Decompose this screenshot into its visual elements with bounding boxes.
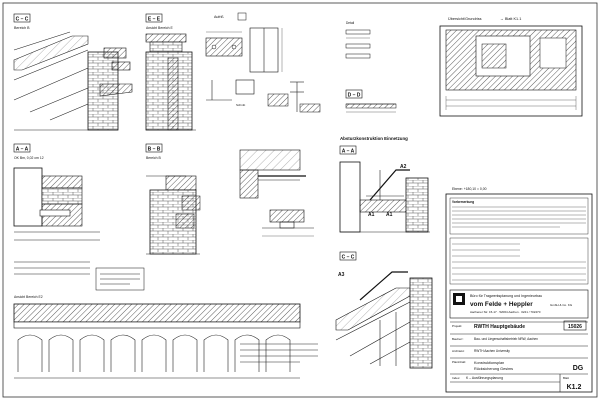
absturz-section: Absturzkonstruktion Einnetzung A – A A2 … (339, 136, 430, 233)
detail-aufriss-label: Aufriß (214, 15, 224, 19)
elevation-title: Ansicht Bereich E2 (14, 295, 43, 299)
top-details: Aufriß Schnitt (205, 12, 321, 113)
bar-details: Detail (345, 21, 371, 59)
notes-left (14, 261, 145, 291)
project-number: 15026 (568, 324, 582, 330)
plan-ref: → Blatt K1.1 (500, 17, 521, 21)
client-name: Bau- und Liegenschaftsbetrieb NRW, Aache… (474, 337, 538, 341)
label-a2: A2 (400, 164, 407, 170)
arch-window (79, 334, 105, 372)
section-d-d-tag: D – D (348, 93, 361, 99)
firm-line1: Büro für Tragwerksplanung und Ingenieurb… (470, 294, 542, 298)
section-b-b-tag: B – B (148, 147, 161, 153)
section-a-a-sub: OK Bm, 0,02 cm 12 (14, 156, 44, 160)
bottom-elevation: Ansicht Bereich E2 (13, 295, 301, 379)
index-label: Index: (452, 376, 460, 380)
drawing-title: Konstruktionsplan (474, 361, 504, 365)
section-c-c-tag: C – C (16, 17, 29, 23)
section-e-e-tag: E – E (148, 17, 161, 23)
arch-window (110, 334, 136, 372)
arch-window (17, 334, 43, 372)
project-name: RWTH Hauptgebäude (474, 324, 525, 330)
sheet-label: Blatt (563, 376, 569, 380)
section-a-a: A – A OK Bm, 0,02 cm 12 (13, 143, 100, 241)
section-d-d-top: D – D (345, 89, 397, 113)
title-block: Ebene: +180,10 = 0,00 Vorbemerkung Büro … (445, 187, 593, 393)
elevation-arches (17, 334, 291, 372)
arch-window (172, 334, 198, 372)
client-label: Bauherr: (452, 337, 464, 341)
project-label: Projekt: (452, 324, 462, 328)
overview-plan: Übersicht/Grundriss → Blatt K1.1 (439, 17, 583, 117)
section-a-a-tag: A – A (16, 147, 29, 153)
absturz-cc-tag: C – C (342, 255, 355, 261)
section-d-d (239, 149, 314, 237)
sheet-number: K1.2 (567, 384, 582, 391)
label-a1-left: A1 (368, 212, 375, 218)
arch-window (234, 334, 260, 372)
firm-address: Aachener Str. 15-17 · 52064 Aachen · 024… (470, 310, 541, 314)
section-e-e: E – E Ansicht Bereich E (145, 13, 196, 131)
label-a1-right: A1 (386, 212, 393, 218)
arch-window (265, 334, 291, 372)
drawing-title-label: Planinhalt: (452, 360, 466, 364)
absturz-aa-tag: A – A (342, 149, 355, 155)
drawing-level: DG (573, 365, 584, 372)
arch-window (141, 334, 167, 372)
section-b-b: B – B Bereich B (145, 143, 201, 255)
legend-line1: Ebene: +180,10 = 0,00 (452, 187, 487, 191)
section-e-e-sub: Ansicht Bereich E (146, 26, 173, 30)
section-b-b-sub: Bereich B (146, 156, 161, 160)
architect-label: Architekt: (452, 349, 465, 353)
firm-suffix: GmbH & Co. KG (550, 303, 573, 307)
index-value: K – Ausführungsplanung (466, 376, 503, 380)
detail-schnitt-label: Schnitt (236, 103, 245, 107)
label-a3: A3 (338, 272, 345, 278)
plan-title: Übersicht/Grundriss (448, 17, 482, 21)
arch-window (203, 334, 229, 372)
notes-header: Vorbemerkung (452, 200, 474, 204)
absturz-title: Absturzkonstruktion Einnetzung (340, 136, 408, 141)
notes-middle (240, 343, 318, 363)
firm-name: vom Felde + Heppler (470, 301, 533, 308)
drawing-subtitle: Rücksicherung Gesims (474, 367, 513, 371)
section-c-c-sub: Bereich B (14, 26, 30, 30)
absturz-c-c: C – C A3 (335, 251, 433, 369)
arch-window (48, 334, 74, 372)
section-c-c: C – C Bereich B (13, 13, 133, 131)
architect-name: RWTH Aachen University (474, 349, 510, 353)
detail-label: Detail (346, 21, 354, 25)
